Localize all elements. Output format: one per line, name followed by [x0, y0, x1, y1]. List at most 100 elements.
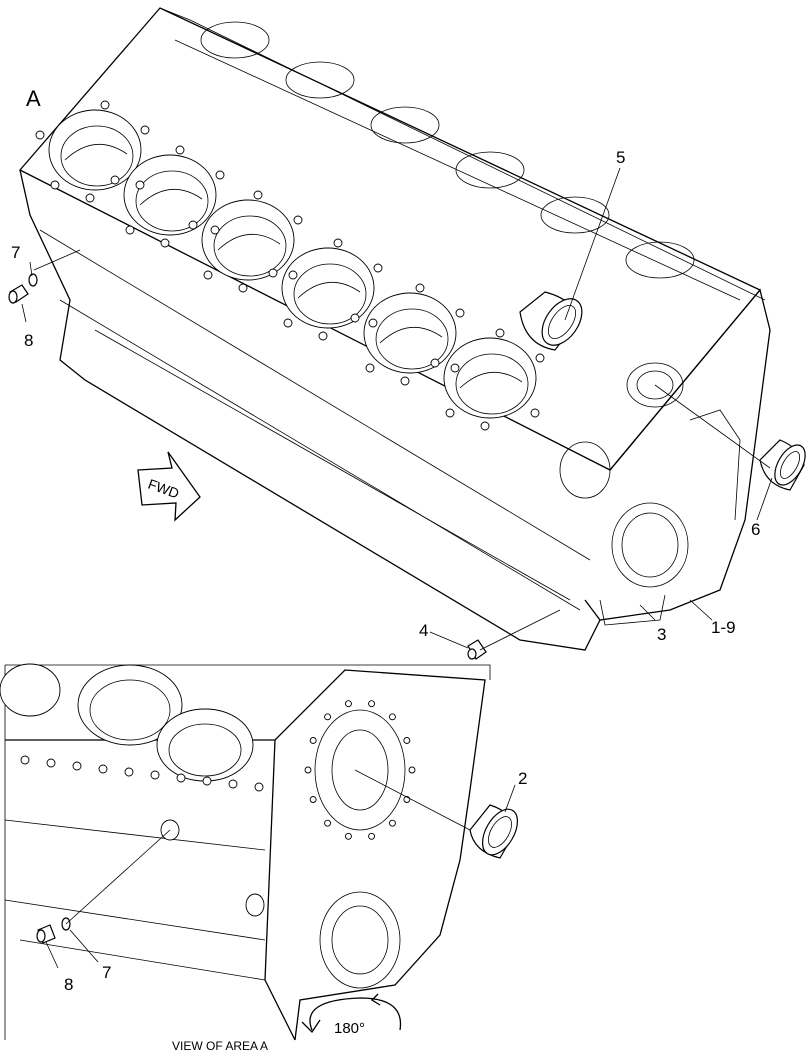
- bolt-hole: [288, 270, 298, 280]
- bolt-hole: [188, 220, 198, 230]
- bolt-hole: [400, 376, 410, 386]
- bolt-hole: [373, 263, 383, 273]
- callout-8-top: 8: [24, 331, 33, 350]
- flange-bolt-hole: [324, 819, 332, 827]
- bolt-hole: [365, 363, 375, 373]
- view-of-area-a-label: VIEW OF AREA A: [172, 1039, 268, 1053]
- bolt-hole: [50, 180, 60, 190]
- flange-bolt-hole: [309, 737, 317, 744]
- deck-hole: [176, 773, 186, 783]
- upper-bank-bore: [200, 21, 270, 59]
- callout-6: 6: [751, 520, 760, 539]
- plug-part-8-top: [8, 284, 29, 304]
- cylinder-bore-inner: [213, 215, 287, 277]
- callout-5: 5: [616, 148, 625, 167]
- flange-bolt-hole: [408, 766, 416, 774]
- upper-bank-bore: [625, 241, 695, 279]
- fwd-direction-arrow: FWD: [137, 451, 201, 522]
- bolt-hole: [333, 238, 343, 248]
- sleeve-part-2: [469, 804, 519, 859]
- bolt-hole: [100, 100, 110, 110]
- cylinder-bore: [201, 199, 295, 281]
- bolt-hole: [140, 125, 150, 135]
- bore-liner-edge: [139, 188, 203, 206]
- cylinder-bore-inner: [60, 125, 134, 187]
- flange-bolt-hole: [388, 713, 396, 721]
- rotation-label: 180°: [334, 1020, 365, 1037]
- bolt-hole: [210, 225, 220, 235]
- sleeve-part-5: [519, 291, 583, 351]
- bolt-hole: [455, 308, 465, 318]
- bolt-hole: [293, 215, 303, 225]
- cylinder-bore: [123, 154, 217, 236]
- bolt-hole: [480, 421, 490, 431]
- bore-liner-edge: [459, 371, 523, 389]
- callout-7-top: 7: [11, 243, 20, 262]
- bolt-hole: [203, 270, 213, 280]
- bolt-hole: [495, 328, 505, 338]
- inset-bolt-holes: [20, 700, 416, 840]
- callout-3: 3: [657, 625, 666, 644]
- bolt-hole: [530, 408, 540, 418]
- deck-hole: [46, 758, 56, 768]
- cylinder-bore-inner: [375, 308, 449, 370]
- bolt-hole: [535, 353, 545, 363]
- callout-7-inset: 7: [102, 963, 111, 982]
- flange-bolt-hole: [388, 819, 396, 827]
- fwd-label: FWD: [146, 476, 181, 502]
- bolt-hole: [350, 313, 360, 323]
- flange-bolt-hole: [403, 737, 411, 744]
- bore-liner-edge: [64, 143, 128, 161]
- washer-part-7-top: [28, 273, 38, 287]
- bolt-hole: [253, 190, 263, 200]
- sleeve-part-6: [759, 439, 806, 491]
- inset-view-area-a: [0, 663, 491, 1041]
- deck-hole: [98, 764, 108, 774]
- bolt-hole: [415, 283, 425, 293]
- cylinder-bore-inner: [455, 353, 529, 415]
- bore-liner-edge: [217, 233, 281, 251]
- bolt-hole: [110, 175, 120, 185]
- leader-lines-main: [21, 167, 773, 651]
- deck-hole: [254, 782, 264, 792]
- rotation-arrow: [301, 993, 402, 1034]
- bolt-hole: [283, 318, 293, 328]
- deck-bolt-holes: [35, 100, 545, 431]
- callout-8-inset: 8: [64, 975, 73, 994]
- bolt-hole: [135, 180, 145, 190]
- deck-hole: [20, 755, 30, 765]
- upper-bank-bore: [370, 106, 440, 144]
- leader-lines-inset: [45, 769, 516, 969]
- bolt-hole: [368, 318, 378, 328]
- deck-hole: [202, 776, 212, 786]
- bolt-hole: [430, 358, 440, 368]
- bore-liner-edge: [297, 281, 361, 299]
- bolt-hole: [268, 268, 278, 278]
- flange-bolt-hole: [368, 700, 376, 708]
- upper-bank-bore: [540, 196, 610, 234]
- bore-liner-edge: [379, 326, 443, 344]
- upper-bank-bore: [455, 151, 525, 189]
- bolt-hole: [445, 408, 455, 418]
- cylinder-bore: [363, 292, 457, 374]
- flange-bolt-hole: [368, 832, 376, 840]
- callout-1-9: 1-9: [711, 618, 736, 637]
- bolt-hole: [35, 130, 45, 140]
- callout-2: 2: [518, 769, 527, 788]
- bolt-hole: [450, 363, 460, 373]
- bolt-hole: [238, 283, 248, 293]
- cylinder-bore: [281, 247, 375, 329]
- cylinder-bore-inner: [293, 263, 367, 325]
- cylinder-bore: [443, 337, 537, 419]
- plug-part-8-inset: [36, 924, 56, 944]
- deck-hole: [228, 779, 238, 789]
- deck-hole: [124, 767, 134, 777]
- cylinder-bores: [48, 21, 695, 419]
- cylinder-bore: [48, 109, 142, 191]
- bolt-hole: [318, 331, 328, 341]
- bolt-hole: [160, 238, 170, 248]
- deck-hole: [150, 770, 160, 780]
- flange-bolt-hole: [324, 713, 332, 721]
- flange-bolt-hole: [304, 766, 312, 774]
- cylinder-bore-inner: [135, 170, 209, 232]
